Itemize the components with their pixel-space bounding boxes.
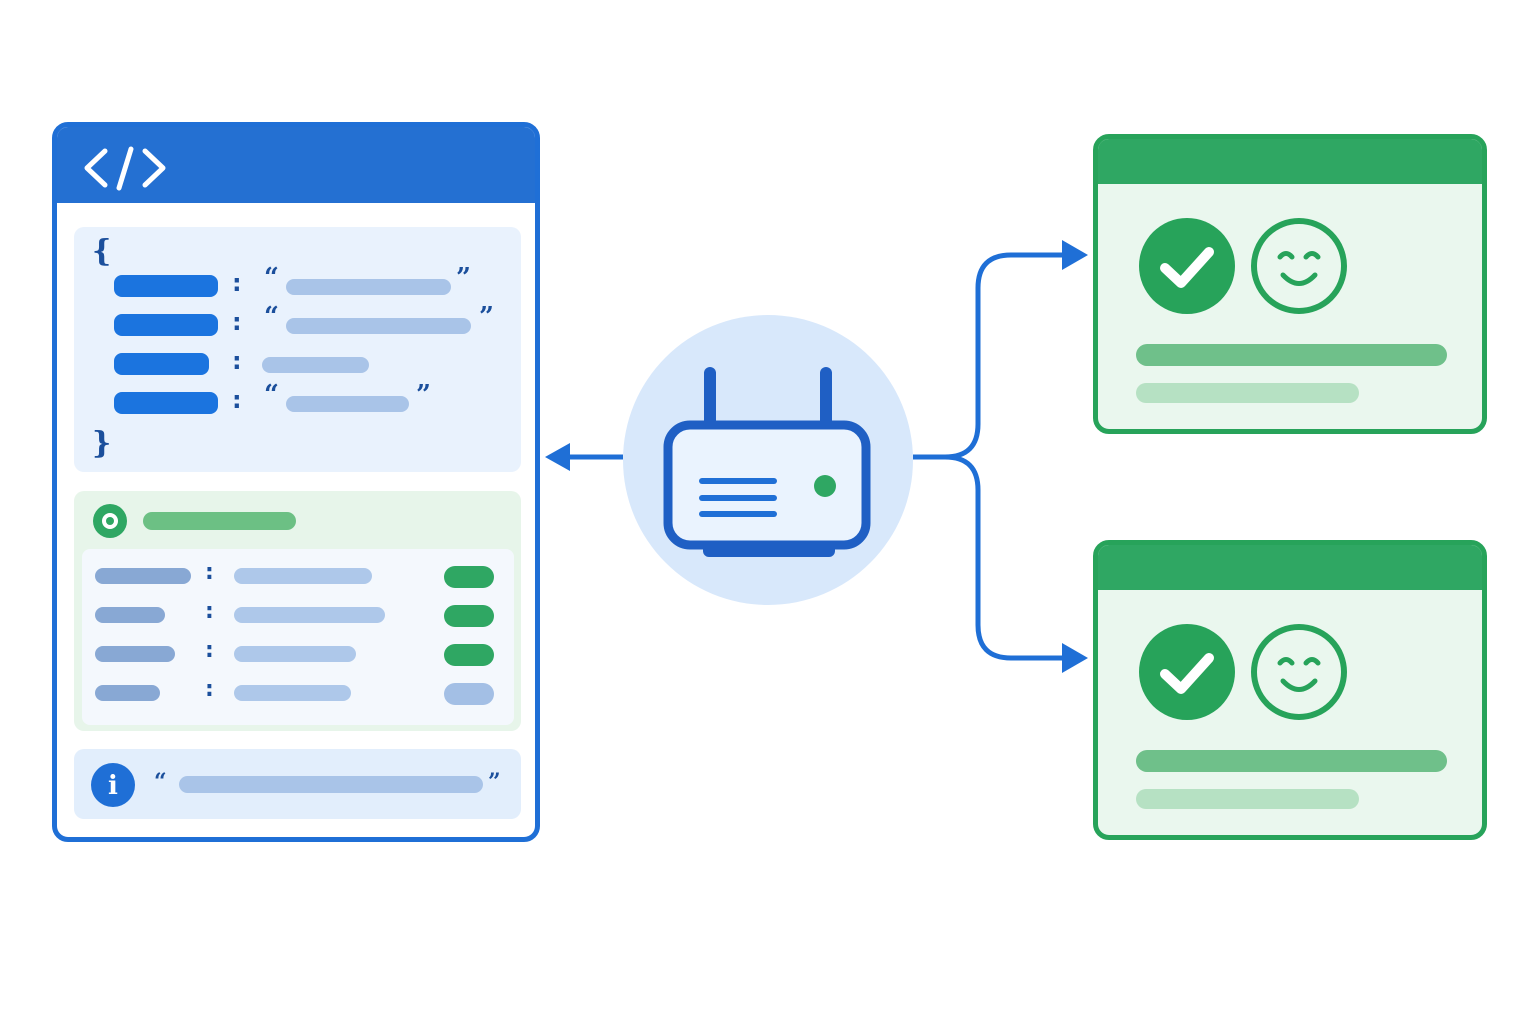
info-icon: i bbox=[91, 763, 135, 807]
json-separator: : bbox=[232, 386, 242, 414]
row-key bbox=[95, 607, 165, 623]
close-quote: ” bbox=[479, 302, 494, 332]
close-quote: ” bbox=[416, 380, 431, 410]
close-quote: ” bbox=[488, 769, 501, 795]
status-pill-muted bbox=[444, 683, 494, 705]
smiley-face-icon bbox=[1251, 624, 1347, 720]
checkmark-icon bbox=[1139, 218, 1235, 314]
json-key bbox=[114, 353, 209, 375]
arrow-to-code-window-head bbox=[545, 443, 570, 471]
info-letter: i bbox=[108, 771, 118, 801]
result-window-titlebar bbox=[1098, 139, 1482, 184]
json-value bbox=[262, 357, 369, 373]
row-value bbox=[234, 607, 385, 623]
open-quote: “ bbox=[264, 263, 279, 293]
table-row: : bbox=[82, 562, 514, 588]
checkmark-icon bbox=[1139, 624, 1235, 720]
row-value bbox=[234, 568, 372, 584]
result-text-bar bbox=[1136, 750, 1447, 772]
json-row: : “ ” bbox=[74, 265, 521, 299]
arrow-to-result-bottom-head bbox=[1062, 643, 1088, 673]
row-separator: : bbox=[205, 638, 214, 663]
smiley-face-icon bbox=[1251, 218, 1347, 314]
row-separator: : bbox=[205, 560, 214, 585]
json-open-brace: { bbox=[92, 234, 112, 269]
code-brackets-icon bbox=[84, 146, 166, 191]
result-subtext-bar bbox=[1136, 789, 1359, 809]
json-value bbox=[286, 279, 451, 295]
table-row: : bbox=[82, 601, 514, 627]
arrow-to-result-bottom-line bbox=[944, 454, 1066, 661]
table-row: : bbox=[82, 640, 514, 666]
status-title-bar bbox=[143, 512, 296, 530]
status-pill bbox=[444, 566, 494, 588]
json-separator: : bbox=[232, 269, 242, 297]
row-key bbox=[95, 685, 160, 701]
json-value bbox=[286, 318, 471, 334]
info-message-panel: i “ ” bbox=[74, 749, 521, 819]
open-quote: “ bbox=[264, 380, 279, 410]
json-separator: : bbox=[232, 308, 242, 336]
json-separator: : bbox=[232, 347, 242, 375]
result-subtext-bar bbox=[1136, 383, 1359, 403]
json-row: : bbox=[74, 349, 521, 377]
arrow-to-result-top-head bbox=[1062, 240, 1088, 270]
json-key bbox=[114, 275, 218, 297]
json-key bbox=[114, 392, 218, 414]
row-separator: : bbox=[205, 599, 214, 624]
status-table: : : : : bbox=[82, 549, 514, 725]
result-window-titlebar bbox=[1098, 545, 1482, 590]
status-dot-icon bbox=[93, 504, 127, 538]
row-key bbox=[95, 568, 191, 584]
close-quote: ” bbox=[456, 263, 471, 293]
json-row: : “ ” bbox=[74, 382, 521, 416]
result-window-top bbox=[1093, 134, 1487, 434]
info-text-bar bbox=[179, 776, 483, 793]
status-pill bbox=[444, 644, 494, 666]
row-separator: : bbox=[205, 677, 214, 702]
code-window: { : “ ” : “ ” : : bbox=[52, 122, 540, 842]
status-panel: : : : : bbox=[74, 491, 521, 731]
code-window-titlebar bbox=[57, 127, 535, 203]
json-payload-panel: { : “ ” : “ ” : : bbox=[74, 227, 521, 472]
row-key bbox=[95, 646, 175, 662]
json-close-brace: } bbox=[92, 426, 112, 461]
json-key bbox=[114, 314, 218, 336]
router-icon bbox=[663, 367, 871, 557]
result-text-bar bbox=[1136, 344, 1447, 366]
open-quote: “ bbox=[264, 302, 279, 332]
result-window-bottom bbox=[1093, 540, 1487, 840]
json-row: : “ ” bbox=[74, 304, 521, 338]
row-value bbox=[234, 646, 356, 662]
arrow-to-result-top-line bbox=[913, 252, 1066, 460]
json-value bbox=[286, 396, 409, 412]
table-row: : bbox=[82, 679, 514, 705]
row-value bbox=[234, 685, 351, 701]
status-pill bbox=[444, 605, 494, 627]
open-quote: “ bbox=[154, 769, 167, 795]
